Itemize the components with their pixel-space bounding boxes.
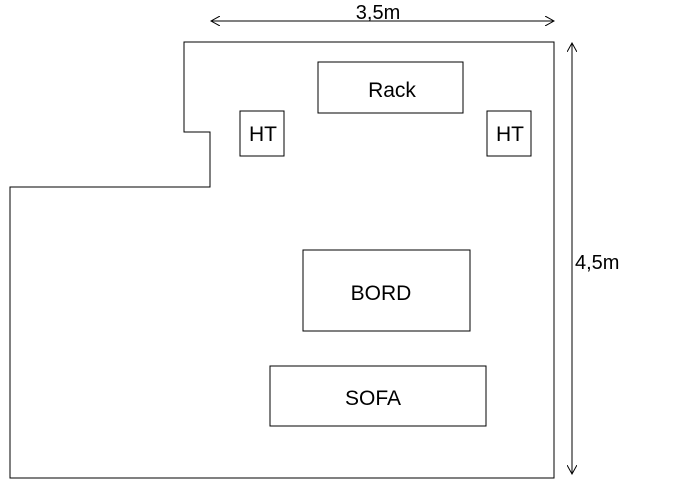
rack: Rack [317, 61, 464, 114]
table: BORD [302, 249, 471, 332]
rack-box [317, 61, 464, 114]
table-label: BORD [351, 282, 412, 305]
room-outline [9, 41, 555, 479]
height-dimension-label: 4,5m [575, 252, 619, 274]
speaker-right-box [486, 110, 532, 157]
sofa: SOFA [269, 365, 487, 427]
rack-label: Rack [368, 79, 416, 102]
sofa-label: SOFA [345, 387, 401, 410]
speaker-right-label: HT [496, 123, 524, 146]
speaker-left-label: HT [249, 123, 277, 146]
speaker-left: HT [239, 110, 285, 157]
speaker-right: HT [486, 110, 532, 157]
sofa-box [269, 365, 487, 427]
table-box [302, 249, 471, 332]
width-dimension-label: 3,5m [356, 2, 400, 24]
speaker-left-box [239, 110, 285, 157]
